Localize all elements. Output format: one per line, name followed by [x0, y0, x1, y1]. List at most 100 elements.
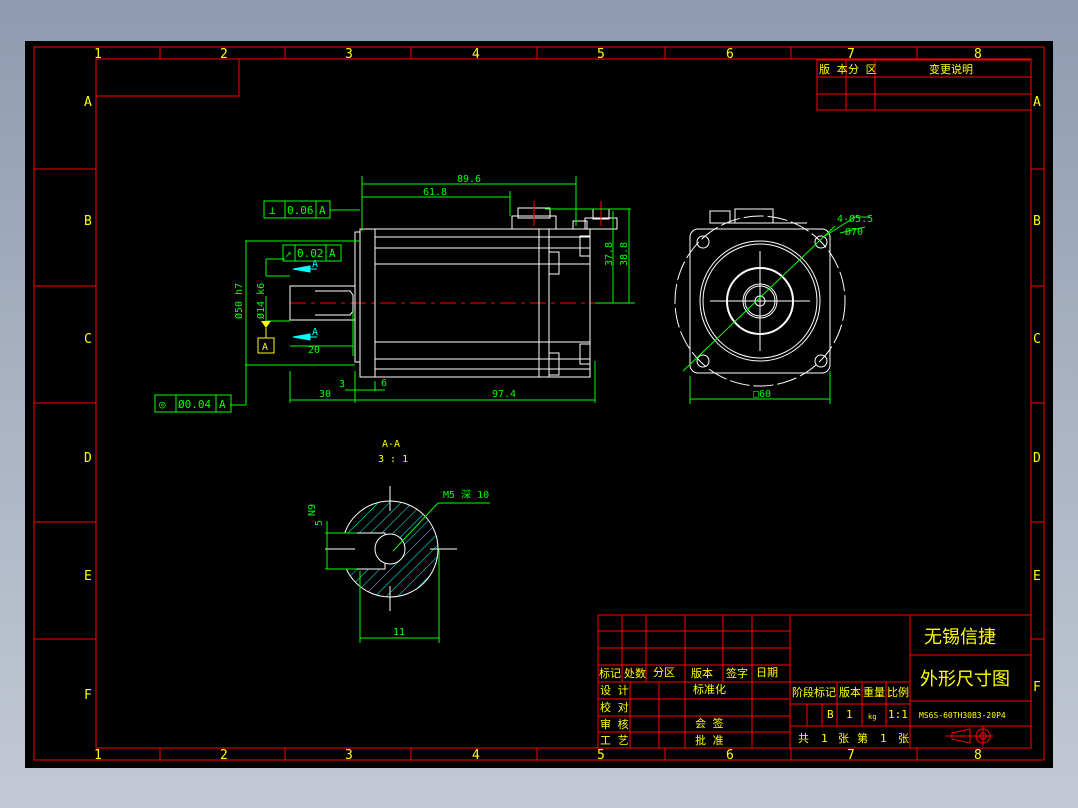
- svg-text:B: B: [84, 214, 92, 229]
- svg-text:8: 8: [974, 47, 982, 62]
- title-block: 标记 处数 分区 版本 签字 日期 设 计 校 对 审 核 工 艺 标准化 会 …: [597, 614, 1032, 749]
- svg-text:A: A: [1033, 95, 1041, 110]
- svg-text:无锡信捷: 无锡信捷: [924, 627, 996, 648]
- svg-text:3: 3: [339, 379, 345, 390]
- svg-text:版 本: 版 本: [819, 62, 848, 76]
- svg-text:E: E: [84, 569, 92, 584]
- svg-text:A-A: A-A: [382, 439, 400, 450]
- svg-text:张: 张: [898, 732, 909, 745]
- tol-runout: ↗ 0.02 A: [282, 244, 342, 262]
- svg-text:0.06: 0.06: [287, 204, 314, 217]
- svg-text:1: 1: [846, 708, 853, 721]
- svg-text:批 准: 批 准: [695, 733, 724, 747]
- svg-text:M5 深 10: M5 深 10: [443, 489, 489, 501]
- svg-text:MS6S-60TH30B3-20P4: MS6S-60TH30B3-20P4: [919, 711, 1006, 720]
- svg-text:张: 张: [838, 732, 849, 745]
- svg-text:1: 1: [880, 732, 887, 745]
- datum-a: A: [257, 321, 275, 354]
- svg-text:审 核: 审 核: [600, 717, 629, 731]
- svg-text:A: A: [312, 327, 318, 338]
- svg-text:4: 4: [472, 748, 480, 763]
- svg-text:3: 3: [345, 47, 353, 62]
- svg-text:61.8: 61.8: [423, 187, 447, 198]
- svg-text:共: 共: [798, 732, 809, 745]
- tol-concentricity: ◎ Ø0.04 A: [154, 394, 232, 413]
- svg-text:□60: □60: [753, 389, 771, 400]
- svg-text:5: 5: [597, 47, 605, 62]
- svg-text:B: B: [827, 708, 834, 721]
- svg-text:C: C: [84, 332, 92, 347]
- svg-text:变更说明: 变更说明: [929, 62, 973, 76]
- svg-text:1:1: 1:1: [888, 708, 908, 721]
- svg-text:↗: ↗: [285, 247, 292, 260]
- svg-text:6: 6: [726, 748, 734, 763]
- svg-text:处数: 处数: [624, 667, 646, 680]
- svg-text:A: A: [329, 247, 336, 260]
- svg-text:1: 1: [821, 732, 828, 745]
- svg-text:A: A: [262, 342, 268, 353]
- svg-text:Ø70: Ø70: [845, 226, 863, 238]
- svg-text:3: 3: [345, 748, 353, 763]
- svg-text:版本: 版本: [691, 666, 713, 680]
- svg-text:kg: kg: [868, 713, 876, 721]
- svg-text:Ø14 k6: Ø14 k6: [255, 283, 267, 319]
- svg-text:4: 4: [472, 47, 480, 62]
- svg-text:比例: 比例: [887, 685, 909, 699]
- svg-text:A: A: [219, 398, 226, 411]
- frame: [33, 46, 1045, 761]
- svg-text:标记: 标记: [599, 666, 621, 680]
- svg-text:20: 20: [308, 345, 320, 356]
- svg-text:分 区: 分 区: [848, 63, 877, 76]
- svg-text:6: 6: [381, 378, 387, 389]
- svg-text:5: 5: [597, 748, 605, 763]
- svg-text:Ø50 h7: Ø50 h7: [233, 283, 245, 319]
- svg-text:E: E: [1033, 569, 1041, 584]
- cad-drawing: 1 2 3 4 5 6 7 8 1 2 3 4 5 6 7 8 A B C D …: [33, 46, 1045, 763]
- svg-text:4-Ø5.5: 4-Ø5.5: [837, 213, 873, 225]
- svg-text:7: 7: [847, 748, 855, 763]
- svg-text:会 签: 会 签: [695, 716, 724, 730]
- svg-text:0.02: 0.02: [297, 247, 324, 260]
- front-view: 4-Ø5.5 Ø70 □60: [674, 208, 873, 404]
- section-view: A-A 3 : 1: [307, 439, 490, 643]
- svg-text:A: A: [312, 259, 318, 270]
- svg-text:签字: 签字: [726, 666, 748, 680]
- zone-labels: 1 2 3 4 5 6 7 8 1 2 3 4 5 6 7 8 A B C D …: [84, 47, 1041, 763]
- svg-text:3 : 1: 3 : 1: [378, 454, 408, 465]
- svg-text:D: D: [1033, 451, 1041, 466]
- svg-text:A: A: [319, 204, 326, 217]
- svg-text:A: A: [84, 95, 92, 110]
- svg-text:B: B: [1033, 214, 1041, 229]
- svg-text:标准化: 标准化: [693, 682, 726, 696]
- svg-text:2: 2: [220, 748, 228, 763]
- svg-text:F: F: [1033, 680, 1041, 695]
- svg-text:Ø0.04: Ø0.04: [178, 398, 211, 411]
- svg-text:97.4: 97.4: [492, 389, 516, 400]
- svg-text:阶段标记: 阶段标记: [792, 685, 836, 699]
- svg-text:11: 11: [393, 627, 405, 638]
- svg-text:◎: ◎: [159, 398, 166, 411]
- svg-text:1: 1: [94, 748, 102, 763]
- svg-text:校 对: 校 对: [600, 700, 629, 714]
- revision-table: 版 本 分 区 变更说明: [816, 59, 1032, 111]
- svg-text:D: D: [84, 451, 92, 466]
- svg-text:1: 1: [94, 47, 102, 62]
- tol-perpendicularity: ⊥ 0.06 A: [263, 200, 331, 219]
- svg-text:8: 8: [974, 748, 982, 763]
- svg-text:第: 第: [857, 731, 868, 745]
- svg-text:89.6: 89.6: [457, 174, 481, 185]
- svg-text:设 计: 设 计: [600, 684, 629, 697]
- svg-text:C: C: [1033, 332, 1041, 347]
- svg-text:5: 5: [314, 520, 325, 526]
- projection-symbol-icon: [945, 726, 993, 746]
- side-view: 89.6 61.8 37.8 38.8 30 3 6 97.4 20 Ø50 h…: [154, 174, 635, 413]
- svg-text:外形尺寸图: 外形尺寸图: [920, 669, 1010, 690]
- svg-text:2: 2: [220, 47, 228, 62]
- svg-text:38.8: 38.8: [619, 242, 630, 266]
- svg-text:重量: 重量: [863, 685, 885, 699]
- svg-text:分区: 分区: [653, 666, 675, 679]
- svg-text:7: 7: [847, 47, 855, 62]
- svg-text:30: 30: [319, 389, 331, 400]
- svg-text:⊥: ⊥: [269, 204, 276, 217]
- svg-text:F: F: [84, 688, 92, 703]
